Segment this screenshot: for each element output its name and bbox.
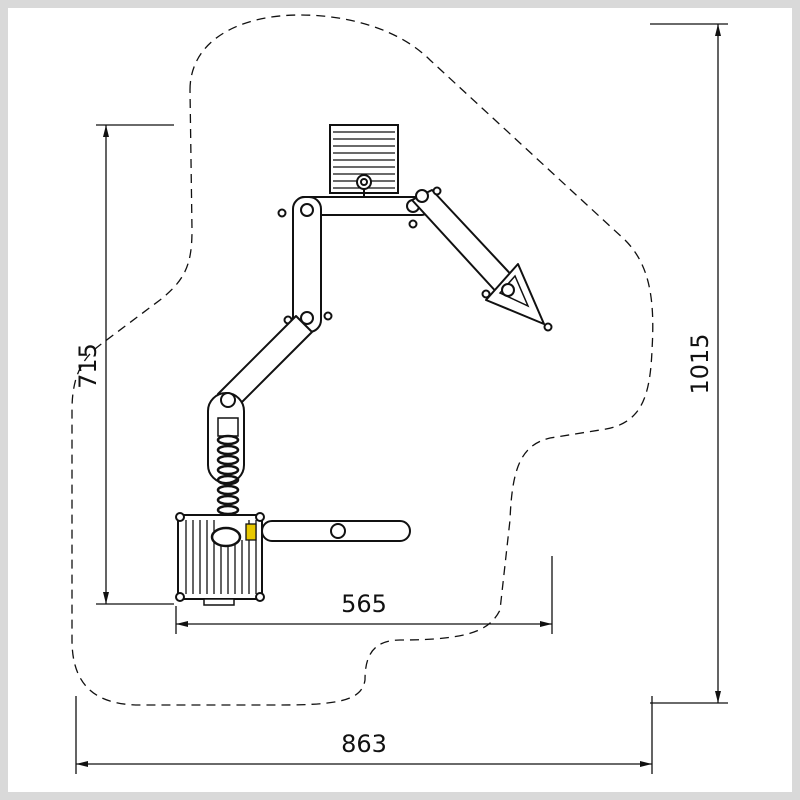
dimension-label-863: 863: [341, 730, 387, 758]
dimension-label-1015: 1015: [686, 333, 714, 394]
dimension-height-overall: 1015: [650, 23, 728, 704]
dimension-label-565: 565: [341, 590, 387, 618]
triangle-end: [485, 263, 553, 332]
dimension-width-inner: 565: [175, 556, 553, 634]
top-panel: [329, 124, 399, 200]
bottom-box: [175, 512, 265, 606]
dimension-height-inner: 715: [74, 124, 174, 605]
side-bar: [261, 520, 411, 542]
dimension-width-overall: 863: [75, 696, 653, 774]
play-equipment: [175, 124, 553, 606]
drawing-frame: [8, 8, 792, 792]
safety-zone-outline: [71, 14, 654, 706]
dimension-label-715: 715: [74, 343, 102, 389]
vertical-beam: [283, 196, 333, 333]
spring-column: [207, 392, 245, 516]
